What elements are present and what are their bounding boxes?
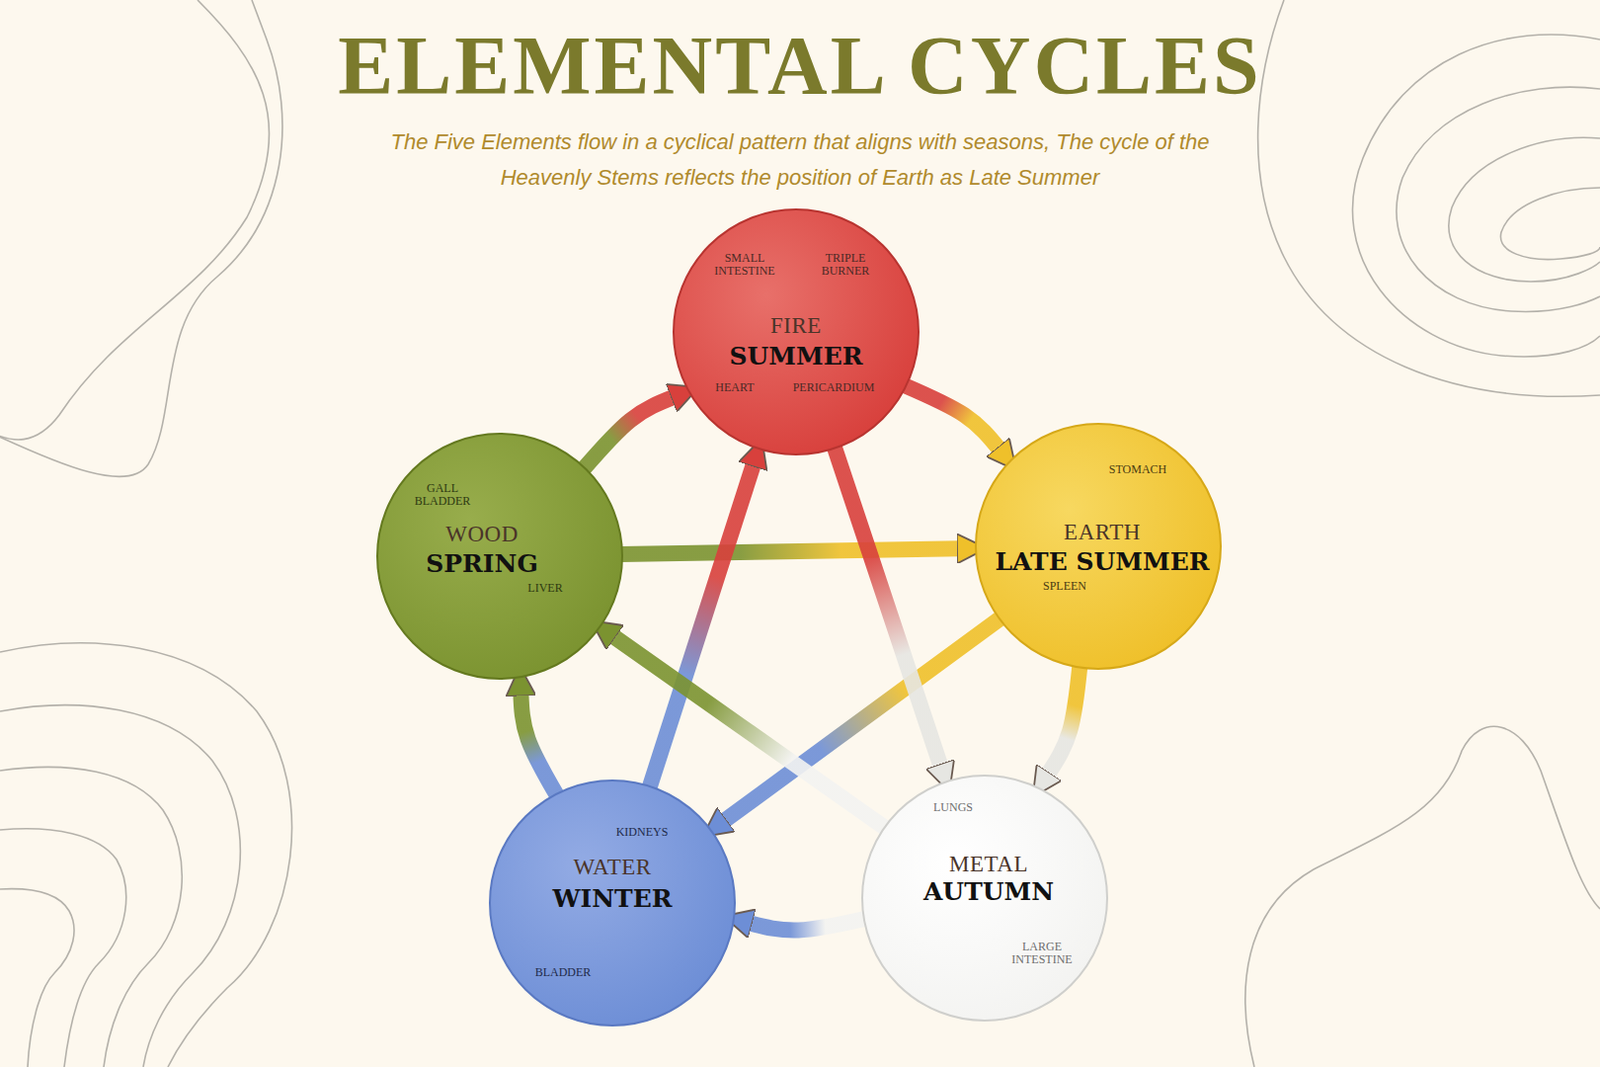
organ-label: KIDNEYS [616,825,669,839]
circle-shape [973,421,1223,671]
element-name: WATER [572,855,651,880]
season-name: WINTER [552,885,672,912]
element-circle: EARTH LATE SUMMER STOMACH SPLEEN [973,421,1223,671]
cycle-connector [648,463,754,789]
organ-label: HEART [715,381,754,395]
element-name: FIRE [770,314,822,338]
organ-label: LARGE INTESTINE [1003,940,1081,965]
element-circle: METALAUTUMN LUNGS LARGE INTESTINE [860,773,1110,1023]
organ-label: LIVER [527,581,562,595]
organ-label: SMALL INTESTINE [706,251,784,277]
cycle-connector [520,692,558,796]
element-name: EARTH [1063,520,1141,545]
organ-label: GALL BLADDER [407,481,478,507]
cycle-connector [903,385,1000,450]
season-name: LATE SUMMER [994,549,1209,575]
organ-label: SPLEEN [1042,579,1087,593]
season-name: SUMMER [728,343,863,370]
element-circle: FIRE SUMMER SMALL INTESTINE TRIPLE BURNER HE… [671,207,921,457]
cycle-connector [834,446,942,767]
title: ELEMENTAL CYCLES [0,17,1600,114]
season-name: AUTUMN [923,879,1054,905]
cycle-connector [620,548,960,555]
organ-label: BLADDER [535,965,592,979]
cycle-connector [1047,665,1081,776]
organ-label: TRIPLE BURNER [810,251,880,277]
season-name: SPRING [425,551,539,577]
organ-label: LUNGS [933,800,973,814]
organ-label: STOMACH [1109,463,1167,477]
organ-label: PERICARDIUM [793,381,876,395]
element-name: METAL [949,852,1029,877]
caption: The Five Elements flow in a cyclical pat… [355,124,1245,196]
element-circle: WOOD SPRING GALL BLADDER LIVER [375,431,625,681]
cycle-connector [583,397,675,470]
element-name: WOOD [445,522,519,547]
cycle-connector [749,918,867,931]
element-circle: WATER WINTER KIDNEYS BLADDER [487,778,737,1028]
